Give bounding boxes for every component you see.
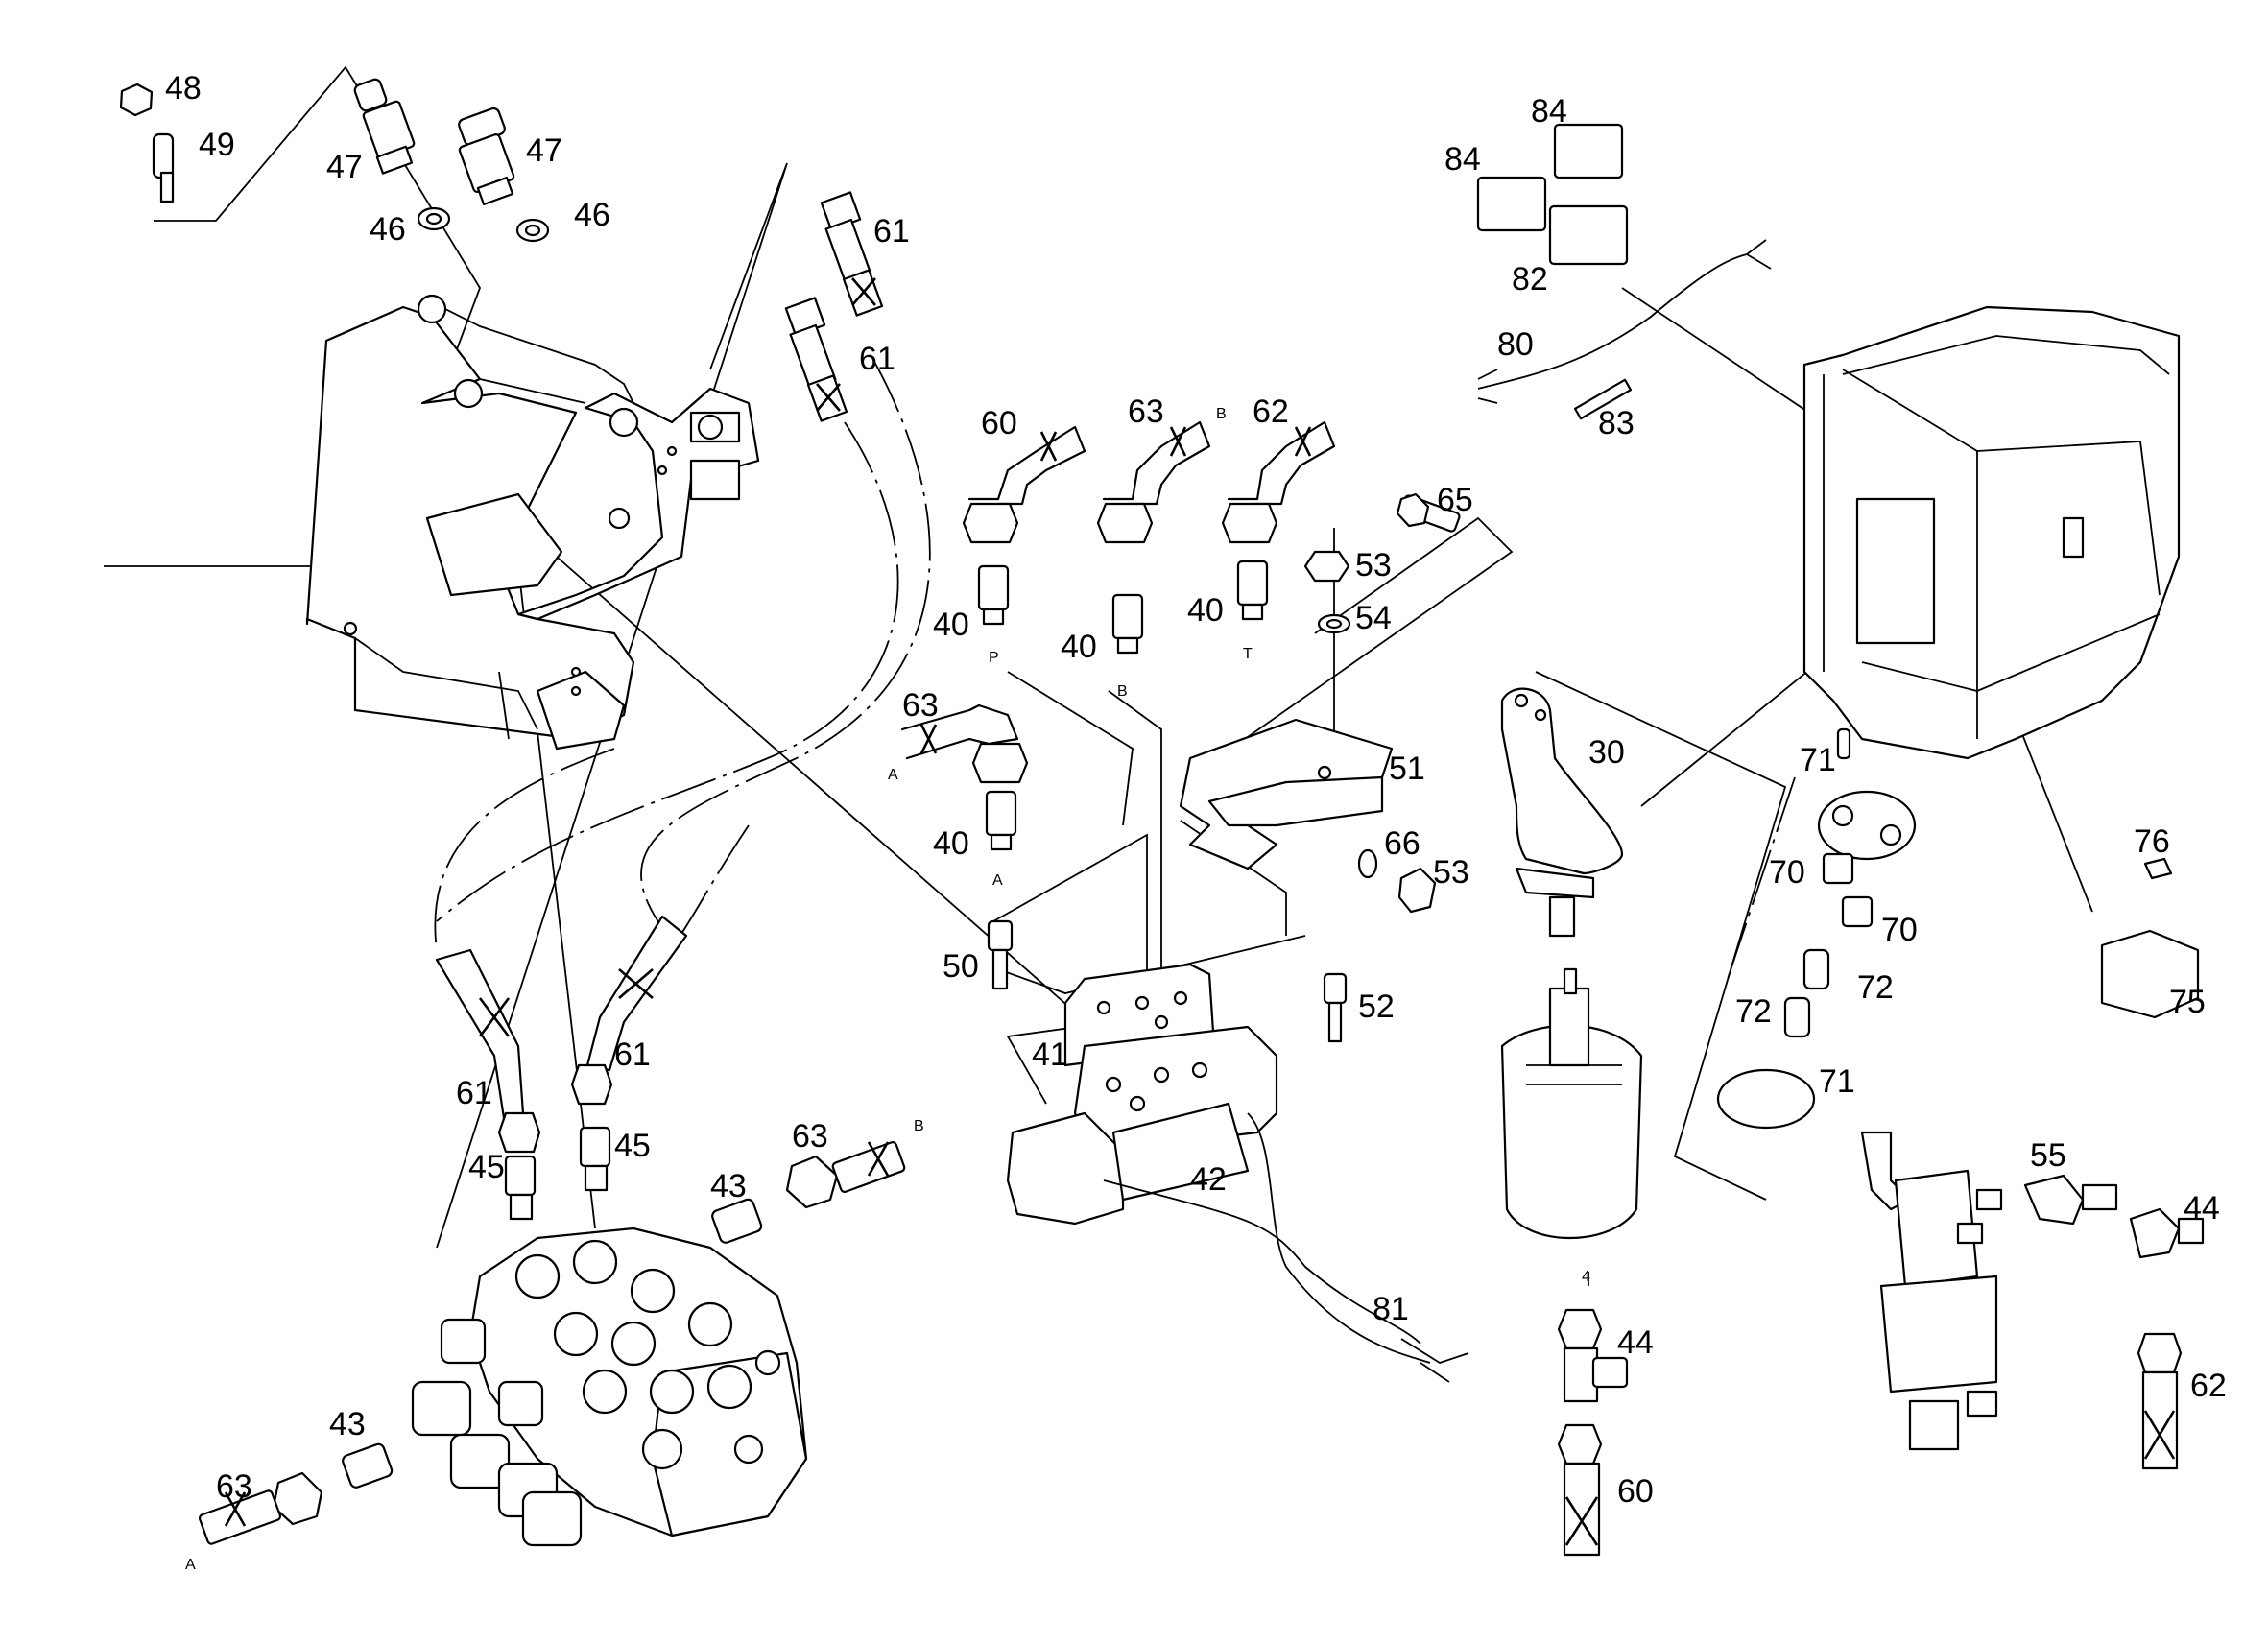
- callout-81: 81: [1373, 1291, 1409, 1327]
- joystick-30: [1500, 687, 1624, 938]
- callout-52: 52: [1358, 989, 1395, 1025]
- callout-47: 47: [526, 132, 562, 169]
- callout-47: 47: [326, 149, 363, 185]
- callout-66: 66: [1384, 825, 1420, 862]
- port-label-p: P: [989, 650, 999, 666]
- elbow-hoses-center: [900, 420, 1336, 851]
- callout-61: 61: [859, 341, 895, 377]
- control-valve-block: [411, 1227, 808, 1547]
- operator-cab: [1802, 305, 2181, 760]
- hoses-61-top: [784, 191, 884, 422]
- callout-53: 53: [1355, 547, 1392, 584]
- callout-46: 46: [574, 197, 610, 233]
- hoses-61-lower: [435, 915, 688, 1221]
- callout-84: 84: [1531, 93, 1567, 130]
- mounting-bracket-51: [1179, 718, 1394, 870]
- port-labels: P B T A A B B A 4: [185, 406, 1590, 1573]
- callout-46: 46: [370, 211, 406, 248]
- dust-cover-parts: [1716, 727, 1917, 1130]
- port-label-b: B: [1117, 683, 1128, 700]
- fittings-43-63-lower: [198, 1141, 906, 1545]
- callout-60: 60: [981, 405, 1017, 441]
- callout-40: 40: [933, 607, 969, 643]
- callout-71: 71: [1819, 1063, 1855, 1100]
- callout-45: 45: [468, 1149, 505, 1185]
- callout-51: 51: [1389, 751, 1425, 787]
- callout-48: 48: [165, 70, 202, 107]
- callout-63: 63: [902, 687, 939, 724]
- electrical-relays: [1476, 123, 1772, 420]
- callout-44: 44: [1617, 1324, 1654, 1361]
- rocker-switch: [2100, 857, 2200, 1019]
- callout-84: 84: [1444, 141, 1481, 178]
- callout-61: 61: [873, 213, 910, 250]
- callout-75: 75: [2169, 984, 2206, 1020]
- callout-70: 70: [1769, 854, 1805, 891]
- callout-65: 65: [1437, 482, 1473, 518]
- callout-55: 55: [2030, 1137, 2066, 1174]
- callout-60: 60: [1617, 1473, 1654, 1510]
- port-label-4: 4: [1582, 1269, 1590, 1285]
- port-label-a: A: [185, 1557, 196, 1573]
- callout-70: 70: [1881, 912, 1918, 948]
- callout-76: 76: [2134, 823, 2170, 860]
- callout-45: 45: [614, 1128, 651, 1164]
- callout-50: 50: [943, 948, 979, 985]
- callout-61: 61: [456, 1075, 492, 1111]
- callout-53: 53: [1433, 854, 1469, 891]
- callout-40: 40: [1187, 592, 1224, 629]
- callout-30: 30: [1588, 734, 1625, 771]
- port-label-a: A: [992, 872, 1003, 889]
- callout-80: 80: [1497, 326, 1534, 363]
- loader-frame: [305, 294, 760, 751]
- callout-49: 49: [199, 127, 235, 163]
- hardware-center: [987, 492, 1461, 1043]
- callout-61: 61: [614, 1036, 651, 1073]
- callout-43: 43: [710, 1168, 747, 1204]
- callout-71: 71: [1800, 742, 1836, 778]
- port-label-a: A: [888, 767, 898, 783]
- port-label-b: B: [914, 1118, 924, 1134]
- callout-63: 63: [216, 1468, 252, 1505]
- callout-41: 41: [1032, 1036, 1068, 1073]
- fittings-44-60: [1557, 1308, 1629, 1557]
- callout-63: 63: [792, 1118, 828, 1155]
- port-label-t: T: [1243, 646, 1253, 662]
- callout-62: 62: [2190, 1368, 2227, 1404]
- priority-valve-55: [1860, 1131, 2205, 1470]
- callout-63: 63: [1128, 393, 1164, 430]
- callout-54: 54: [1355, 600, 1392, 636]
- motor: [1500, 967, 1643, 1240]
- callout-82: 82: [1512, 261, 1548, 298]
- callout-44: 44: [2184, 1190, 2220, 1227]
- callout-72: 72: [1857, 969, 1894, 1006]
- callout-72: 72: [1735, 993, 1772, 1030]
- callout-40: 40: [933, 825, 969, 862]
- callout-83: 83: [1598, 405, 1635, 441]
- callout-62: 62: [1253, 393, 1289, 430]
- callout-43: 43: [329, 1406, 366, 1442]
- fittings-top-left: [119, 78, 550, 243]
- callouts: 30 40 40 40 40 41 42 43 43 44 44 45 45 4…: [165, 70, 2227, 1510]
- callout-40: 40: [1061, 629, 1097, 665]
- port-label-b: B: [1216, 406, 1227, 422]
- callout-42: 42: [1190, 1161, 1227, 1198]
- solenoid-valve-42: [1006, 963, 1469, 1383]
